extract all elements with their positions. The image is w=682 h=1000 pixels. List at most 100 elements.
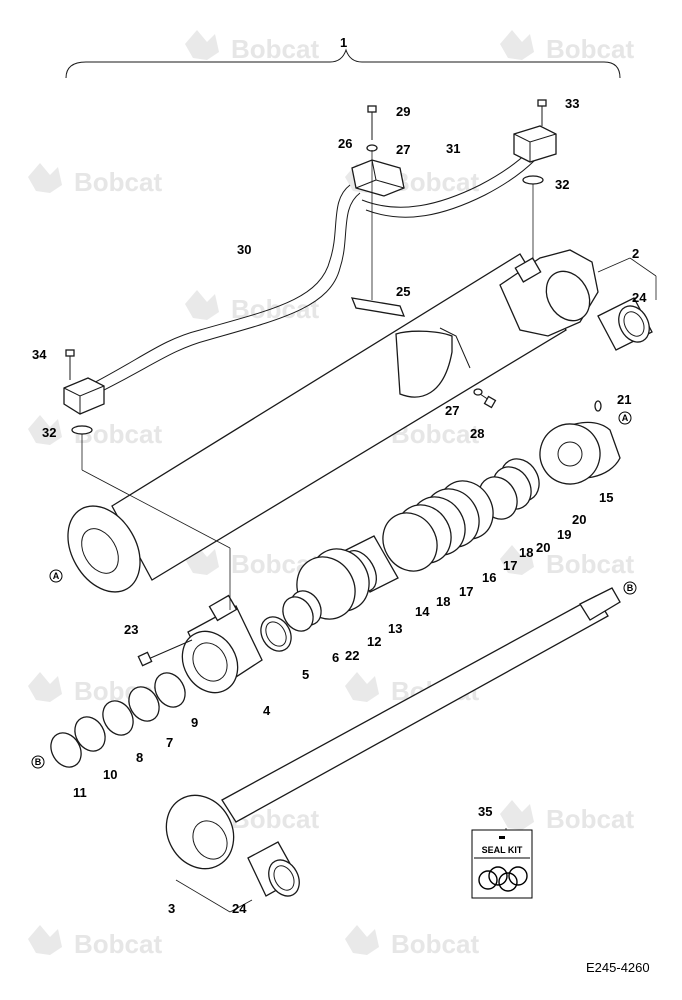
callout-21: 21 (617, 392, 631, 407)
watermark-layer: Bobcat Bobcat Bobcat Bobcat Bobcat Bobca… (28, 30, 634, 959)
bobcat-logo-icon (185, 30, 219, 60)
watermark-text: Bobcat (391, 929, 479, 959)
watermark: Bobcat (345, 925, 479, 959)
callout-34: 34 (32, 347, 47, 362)
washer-27 (473, 388, 483, 396)
callout-16: 16 (482, 570, 496, 585)
assembly-bracket (65, 48, 621, 79)
callout-2: 2 (632, 246, 639, 261)
ring-11 (50, 732, 82, 768)
reference-marker-b: B (623, 581, 637, 595)
piston-15 (539, 421, 621, 485)
ring-6 (282, 596, 314, 632)
bobcat-logo-icon (500, 800, 534, 830)
watermark: Bobcat (500, 30, 634, 64)
callout-4: 4 (263, 703, 271, 718)
cylinder-head-4 (181, 594, 263, 694)
bobcat-logo-icon (500, 30, 534, 60)
hydraulic-line-31 (361, 149, 536, 218)
callout-7: 7 (166, 735, 173, 750)
callout-13: 13 (388, 621, 402, 636)
callout-8: 8 (136, 750, 143, 765)
o-ring-32 (71, 425, 93, 435)
watermark: Bobcat (185, 290, 319, 324)
callout-17: 17 (503, 558, 517, 573)
watermark: Bobcat (28, 925, 162, 959)
seal-kit-box: SEAL KIT (471, 829, 533, 899)
bobcat-logo-icon (28, 672, 62, 702)
watermark: Bobcat (500, 800, 634, 834)
bobcat-logo-icon (185, 290, 219, 320)
watermark: Bobcat (28, 163, 162, 197)
bobcat-logo-icon (28, 163, 62, 193)
callout-35: 35 (478, 804, 492, 819)
seal-8 (102, 700, 134, 736)
bolt-33 (537, 99, 547, 126)
watermark-text: Bobcat (546, 804, 634, 834)
callout-20: 20 (536, 540, 550, 555)
watermark-text: Bobcat (546, 549, 634, 579)
callout-23: 23 (124, 622, 138, 637)
callout-32: 32 (555, 177, 569, 192)
callout-28: 28 (470, 426, 484, 441)
seal-10 (74, 716, 106, 752)
bolt-34 (65, 349, 75, 380)
piston-rod-3 (165, 587, 621, 870)
seal-7 (128, 686, 160, 722)
seal-kit-tab-icon (499, 836, 505, 839)
seal-9 (154, 672, 186, 708)
flange-block-33 (513, 125, 557, 163)
bobcat-logo-icon (345, 925, 379, 955)
o-ring-32 (522, 175, 544, 185)
callout-24: 24 (232, 901, 247, 916)
bearing-24 (247, 841, 300, 897)
callout-19: 19 (557, 527, 571, 542)
callout-11: 11 (73, 785, 87, 800)
watermark-text: Bobcat (546, 34, 634, 64)
bobcat-logo-icon (345, 672, 379, 702)
svg-text:B: B (627, 583, 634, 593)
callout-27: 27 (445, 403, 459, 418)
callout-14: 14 (415, 604, 430, 619)
svg-text:A: A (53, 571, 60, 581)
watermark-text: Bobcat (74, 419, 162, 449)
callout-18: 18 (436, 594, 450, 609)
bobcat-logo-icon (28, 415, 62, 445)
callout-24: 24 (632, 290, 647, 305)
callout-6: 6 (332, 650, 339, 665)
watermark-text: Bobcat (74, 167, 162, 197)
hydraulic-line-30 (79, 184, 361, 399)
bushing-5 (260, 616, 292, 652)
svg-text:B: B (35, 757, 42, 767)
watermark-text: Bobcat (231, 294, 319, 324)
mounting-bracket-25 (350, 297, 471, 398)
callout-9: 9 (191, 715, 198, 730)
watermark: Bobcat (28, 415, 162, 449)
svg-text:A: A (622, 413, 629, 423)
callout-17: 17 (459, 584, 473, 599)
clamp-block-26 (351, 159, 405, 197)
bolt-23 (137, 639, 193, 667)
callout-32: 32 (42, 425, 56, 440)
callout-18: 18 (519, 545, 533, 560)
callout-33: 33 (565, 96, 579, 111)
flange-block-34 (63, 377, 105, 415)
watermark-text: Bobcat (74, 929, 162, 959)
seal-18 (382, 512, 438, 572)
seal-kit-title: SEAL KIT (482, 845, 523, 855)
callout-27: 27 (396, 142, 410, 157)
callout-12: 12 (367, 634, 381, 649)
reference-marker-a: A (49, 569, 63, 583)
bearing-24 (597, 297, 653, 351)
watermark: Bobcat (500, 545, 634, 579)
bobcat-logo-icon (500, 545, 534, 575)
bobcat-logo-icon (28, 925, 62, 955)
callout-26: 26 (338, 136, 352, 151)
set-screw-21 (594, 400, 602, 412)
callout-25: 25 (396, 284, 410, 299)
callout-20: 20 (572, 512, 586, 527)
reference-marker-a: A (618, 411, 632, 425)
callout-29: 29 (396, 104, 410, 119)
callout-22: 22 (345, 648, 359, 663)
